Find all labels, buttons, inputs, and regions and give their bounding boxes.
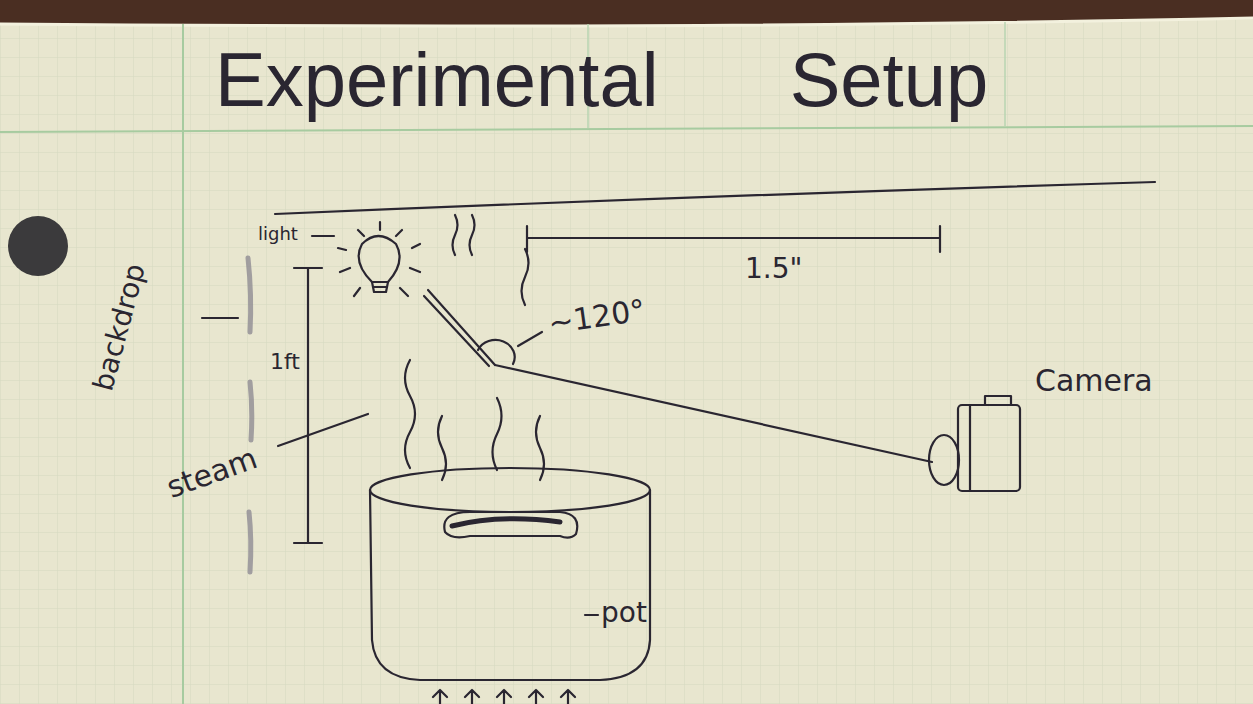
dimension-label: 1.5" [745,254,802,285]
leader-line [278,414,368,446]
camera-symbol [929,396,1020,491]
pot [370,468,650,680]
leader-line [312,235,334,237]
steam [405,215,544,480]
title-underline [275,182,1155,214]
part-label: pot [601,598,647,629]
dimension-line [527,226,940,252]
table-edge [0,0,1253,26]
margin-line [182,24,184,704]
angle-arc [478,340,515,364]
part-label: Camera [1035,364,1153,397]
grid-major [1004,22,1006,126]
light-line [424,290,495,366]
punch-hole [8,216,68,276]
paper-edge [0,18,1253,26]
view-line [495,365,932,462]
backdrop [248,258,252,572]
leader-line [518,332,542,346]
header-line [0,126,1253,132]
leader-line [585,614,598,616]
dimension-label: 1ft [270,350,300,374]
page-title: Experimental Setup [215,38,988,122]
dimension-line [294,268,322,543]
part-label: light [258,224,298,244]
heat-arrows [433,690,575,704]
leader-line [202,317,238,319]
light-bulb [338,222,420,296]
